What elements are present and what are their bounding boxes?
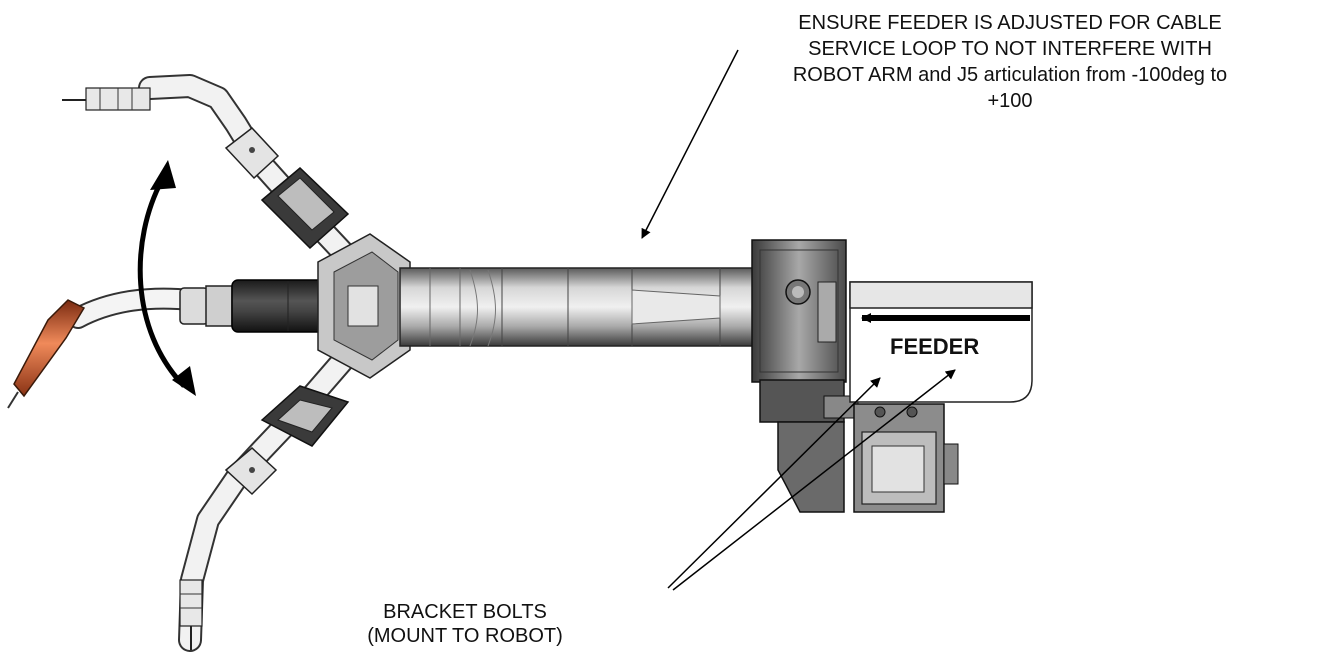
torch-nozzle [7, 299, 86, 409]
torch-upper-position [62, 74, 364, 274]
top-note-line-4: +100 [987, 90, 1033, 112]
top-note-line-1: ENSURE FEEDER IS ADJUSTED FOR CABLE [798, 12, 1222, 34]
feeder-drive-motor [853, 403, 959, 513]
feeder-label: FEEDER [890, 334, 980, 359]
bottom-note-line-1: BRACKET BOLTS [383, 601, 547, 623]
top-note-line-3: ROBOT ARM and J5 articulation from -100d… [792, 64, 1228, 86]
wire-feeder-box [849, 281, 1033, 403]
rotation-arrow-head-top [150, 160, 176, 190]
top-note-line-2: SERVICE LOOP TO NOT INTERFERE WITH [808, 38, 1212, 60]
rotation-arrow-head-bottom [172, 366, 196, 396]
bottom-note-line-2: (MOUNT TO ROBOT) [367, 625, 563, 647]
torch-lower-position [178, 338, 364, 652]
bracket-bolts-note: BRACKET BOLTS (MOUNT TO ROBOT) [340, 600, 590, 648]
wrist-mount [751, 239, 859, 513]
robot-arm-conduit [399, 267, 761, 347]
leader-lines [641, 49, 956, 591]
rotation-arrow-icon [137, 178, 186, 388]
feeder-adjustment-note: ENSURE FEEDER IS ADJUSTED FOR CABLE SERV… [700, 10, 1320, 114]
torch-main-position [7, 233, 411, 409]
